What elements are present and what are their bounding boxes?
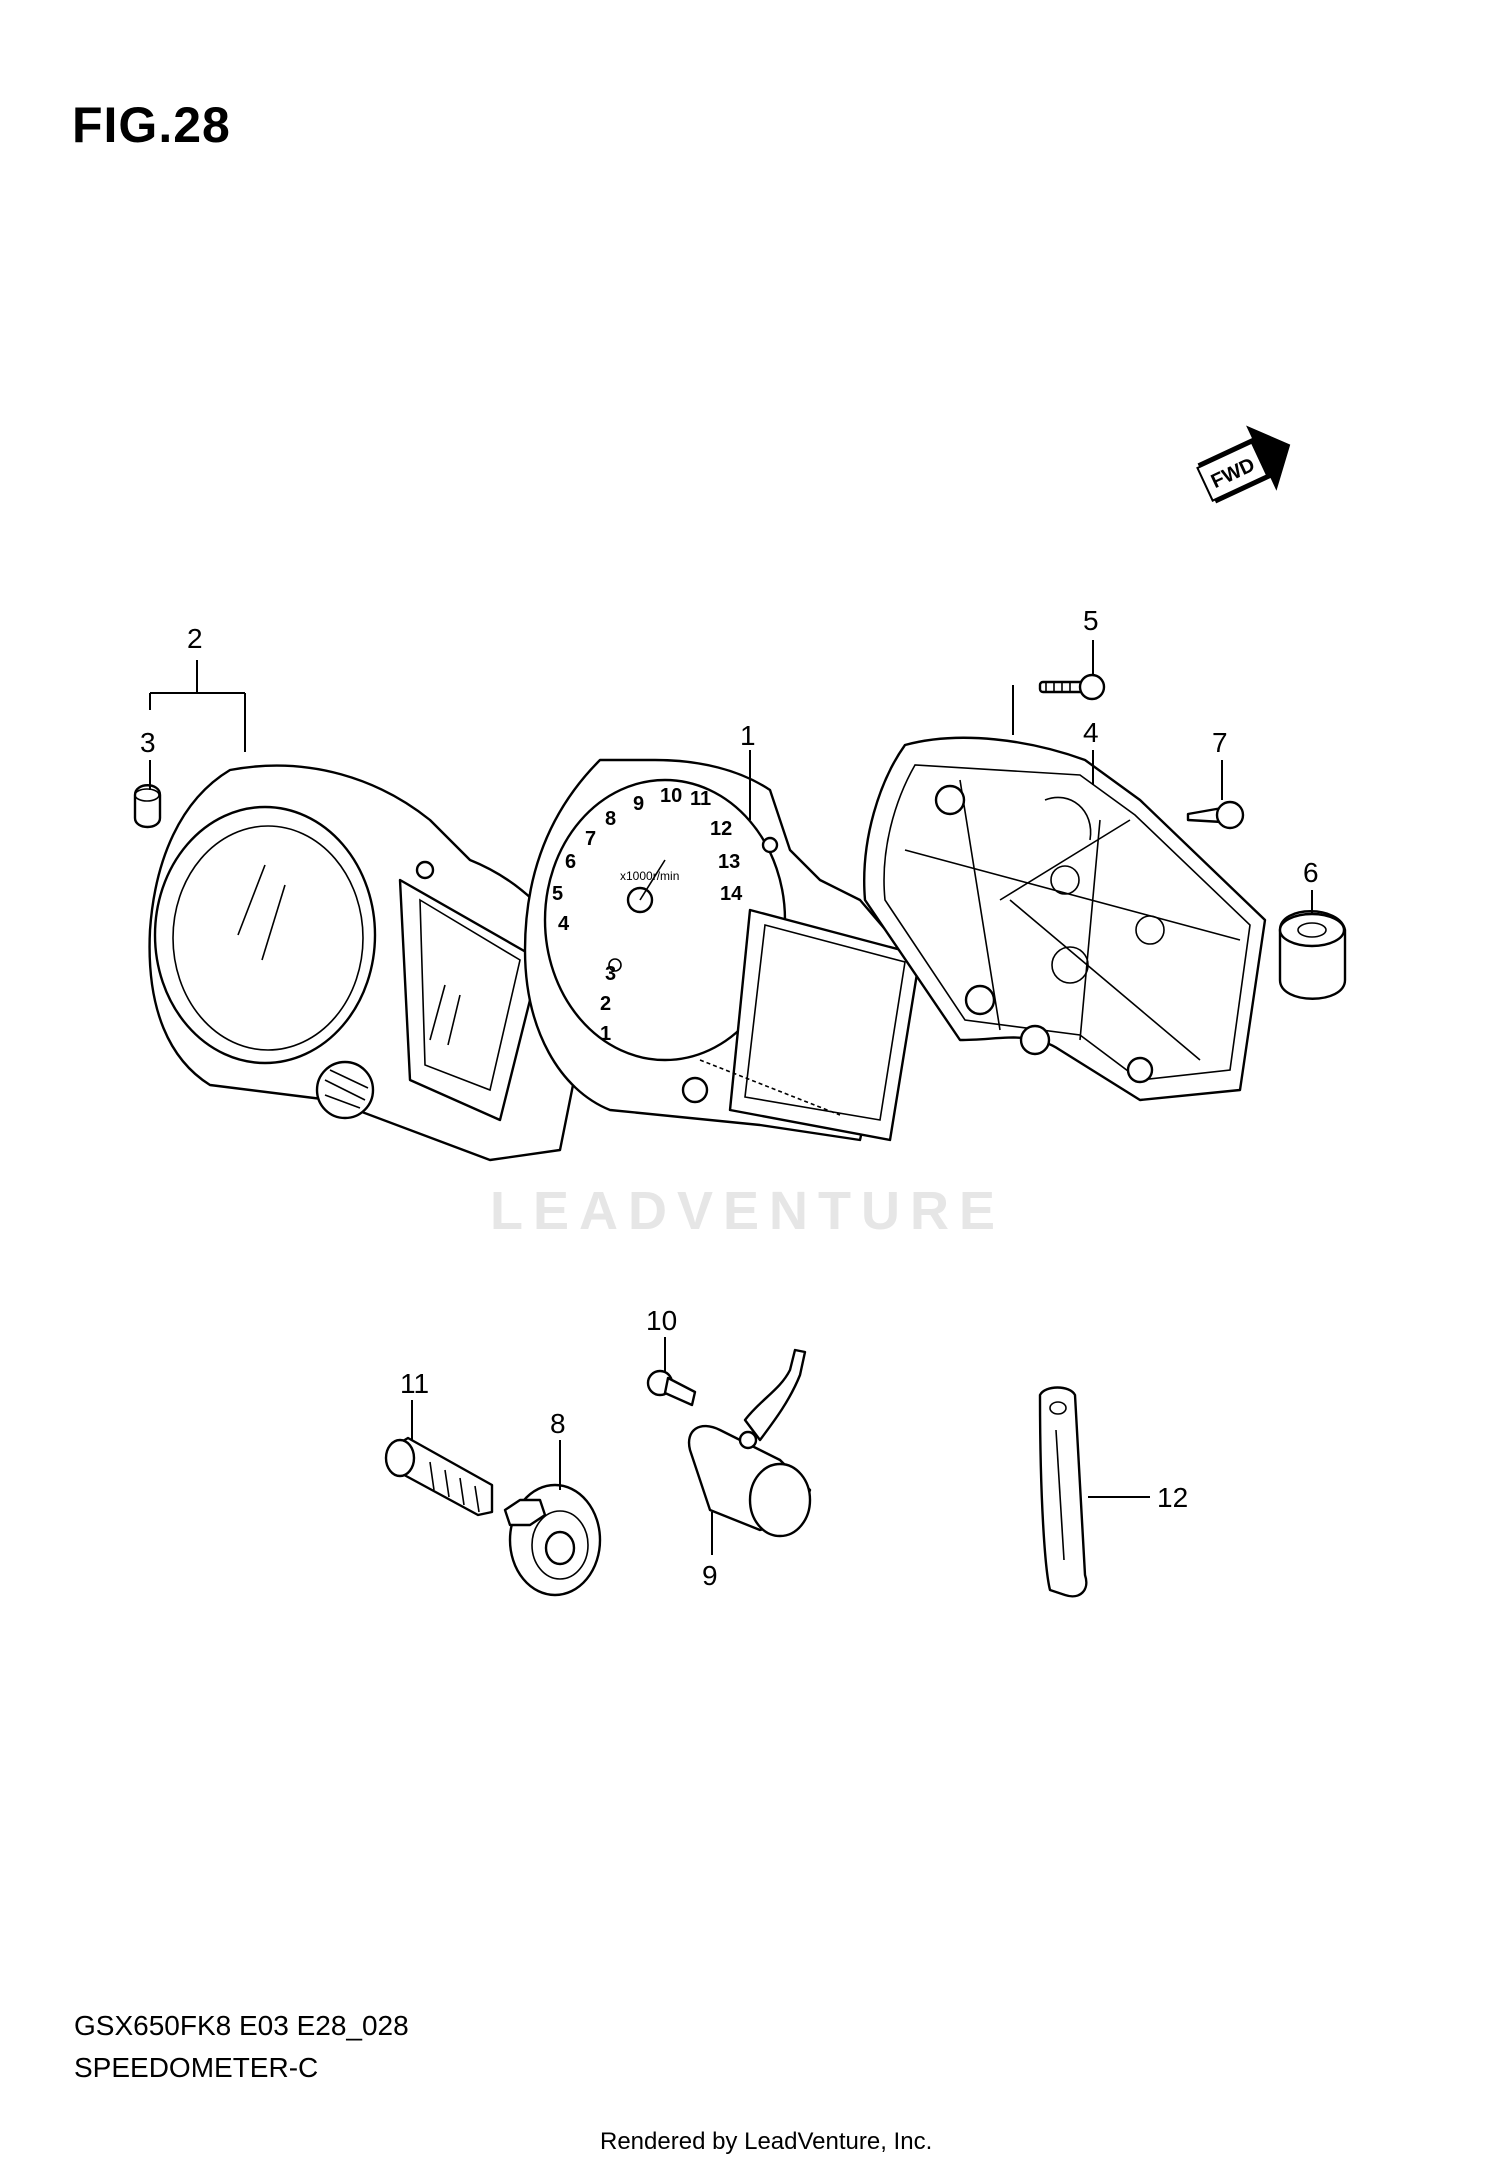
dial-number: 14 — [720, 883, 743, 905]
callout-4: 4 — [1083, 717, 1099, 748]
callout-12: 12 — [1157, 1482, 1188, 1513]
fwd-direction-badge: FWD — [1196, 425, 1291, 504]
part-3-grommet — [133, 784, 162, 829]
part-10-bolt — [646, 1369, 697, 1407]
part-1-meter-assembly: 5 6 7 8 9 10 11 12 13 14 1 2 3 4 x1000r/… — [523, 758, 922, 1142]
dial-number: 3 — [605, 963, 616, 985]
model-code: GSX650FK8 E03 E28_028 — [74, 2010, 409, 2041]
part-7-screw — [1186, 800, 1245, 830]
part-2-meter-cover — [148, 764, 582, 1162]
watermark: LEADVENTURE — [490, 1181, 1006, 1241]
part-6-grommet-ring — [1278, 910, 1347, 1000]
dial-number: 4 — [558, 913, 570, 935]
section-name: SPEEDOMETER-C — [74, 2052, 319, 2083]
callout-2: 2 — [187, 623, 203, 654]
callout-1: 1 — [740, 720, 756, 751]
dial-number: 2 — [600, 993, 611, 1015]
part-5-screw — [1038, 673, 1106, 701]
dial-number: 1 — [600, 1023, 611, 1045]
part-11-bolt — [384, 1436, 494, 1517]
callout-5: 5 — [1083, 605, 1099, 636]
callout-leader-lines — [149, 640, 1313, 1555]
dial-number: 13 — [718, 851, 740, 873]
dial-number: 11 — [690, 788, 711, 810]
part-8-rotor — [503, 1483, 602, 1597]
callout-3: 3 — [140, 727, 156, 758]
dial-number: 8 — [605, 808, 616, 830]
callout-10: 10 — [646, 1305, 677, 1336]
dial-number: 10 — [660, 785, 682, 807]
dial-number: 9 — [633, 793, 644, 815]
callout-11: 11 — [400, 1368, 429, 1399]
dial-number: 6 — [565, 851, 576, 873]
callout-6: 6 — [1303, 857, 1319, 888]
dial-number: 12 — [710, 818, 732, 840]
part-4-meter-case — [863, 736, 1267, 1102]
part-9-speed-sensor — [687, 1348, 812, 1538]
callout-7: 7 — [1212, 727, 1228, 758]
dial-unit-label: x1000r/min — [620, 869, 679, 883]
dial-number: 5 — [552, 883, 563, 905]
figure-title: FIG.28 — [72, 97, 231, 153]
dial-number: 7 — [585, 828, 596, 850]
callout-9: 9 — [702, 1560, 718, 1591]
rendered-by-credit: Rendered by LeadVenture, Inc. — [600, 2128, 933, 2155]
part-12-clamp — [1038, 1386, 1088, 1598]
callout-8: 8 — [550, 1408, 566, 1439]
